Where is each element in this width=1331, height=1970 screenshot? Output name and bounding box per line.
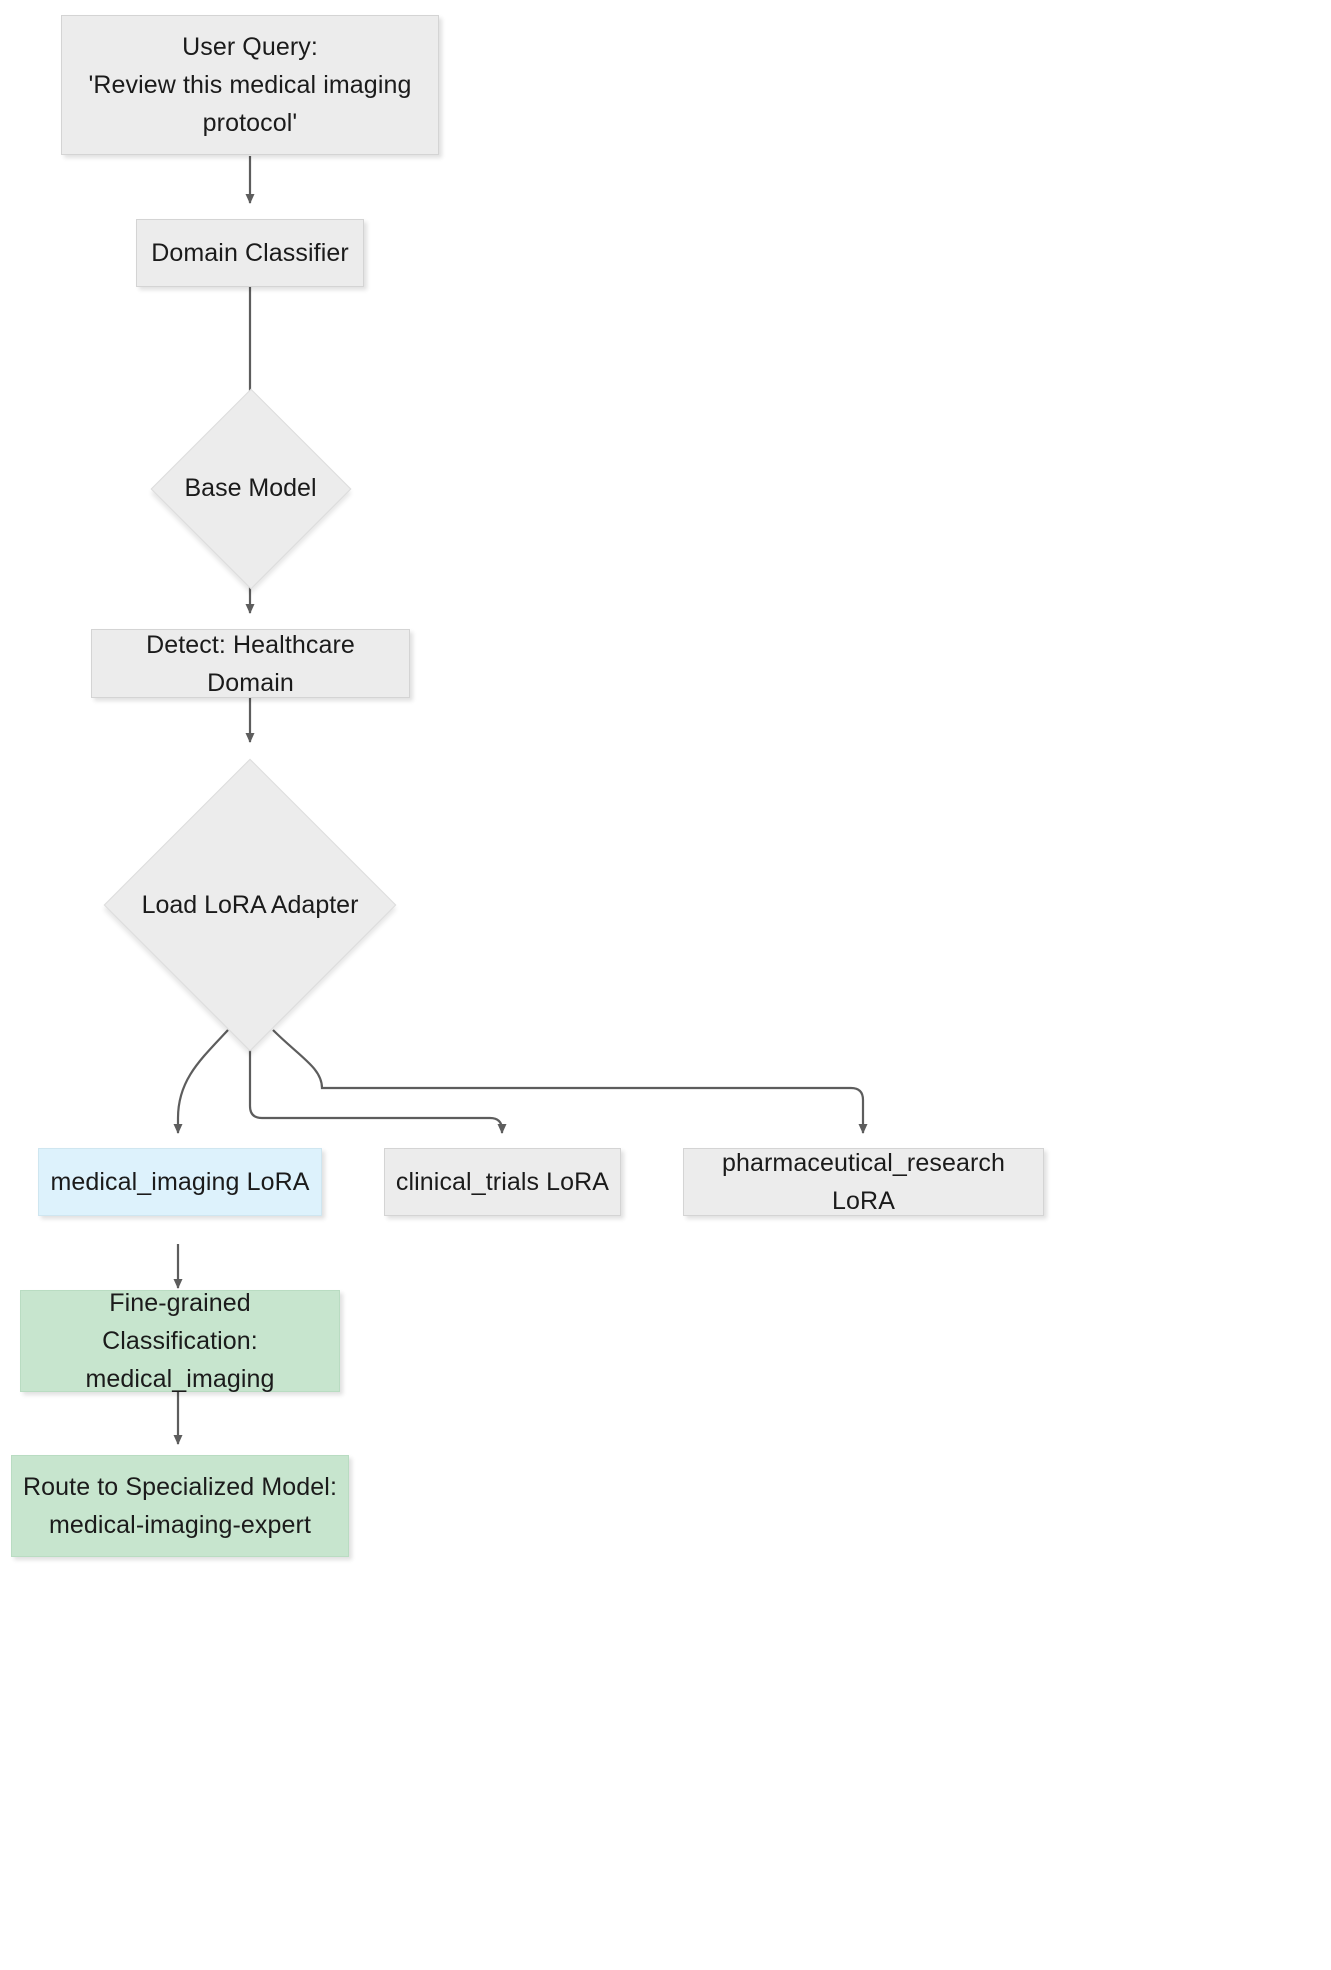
node-domain-classifier-label: Domain Classifier — [151, 239, 349, 267]
node-route-to-specialized-model[interactable]: Route to Specialized Model: medical-imag… — [11, 1455, 349, 1557]
node-medical-imaging-lora[interactable]: medical_imaging LoRA — [38, 1148, 322, 1216]
node-base-model-label: Base Model — [184, 474, 317, 502]
node-base-model[interactable]: Base Model — [145, 388, 356, 589]
edge-load-lora-adapter-to-medical-imaging-lora — [173, 1029, 229, 1134]
node-route-to-specialized-model-label: Route to Specialized Model: medical-imag… — [23, 1473, 337, 1539]
node-load-lora-adapter-label: Load LoRA Adapter — [141, 890, 359, 919]
node-domain-classifier[interactable]: Domain Classifier — [136, 219, 364, 287]
node-detect-healthcare-domain-label: Detect: Healthcare Domain — [146, 630, 355, 697]
node-load-lora-adapter[interactable]: Load LoRA Adapter — [103, 758, 397, 1052]
node-detect-healthcare-domain[interactable]: Detect: Healthcare Domain — [91, 629, 410, 698]
edge-load-lora-adapter-to-clinical-trials-lora — [248, 1047, 507, 1134]
node-fine-grained-classification-label: Fine-grained Classification: medical_ima… — [85, 1289, 275, 1393]
node-medical-imaging-lora-label: medical_imaging LoRA — [50, 1168, 310, 1196]
edge-load-lora-adapter-to-pharmaceutical-research-lora — [272, 1029, 868, 1134]
node-user-query-label: User Query: 'Review this medical imaging… — [88, 33, 412, 137]
node-clinical-trials-lora[interactable]: clinical_trials LoRA — [384, 1148, 621, 1216]
node-pharmaceutical-research-lora-label: pharmaceutical_research LoRA — [721, 1149, 1005, 1215]
node-pharmaceutical-research-lora[interactable]: pharmaceutical_research LoRA — [683, 1148, 1044, 1216]
node-clinical-trials-lora-label: clinical_trials LoRA — [395, 1168, 610, 1196]
node-user-query[interactable]: User Query: 'Review this medical imaging… — [61, 15, 439, 155]
node-fine-grained-classification[interactable]: Fine-grained Classification: medical_ima… — [20, 1289, 340, 1393]
